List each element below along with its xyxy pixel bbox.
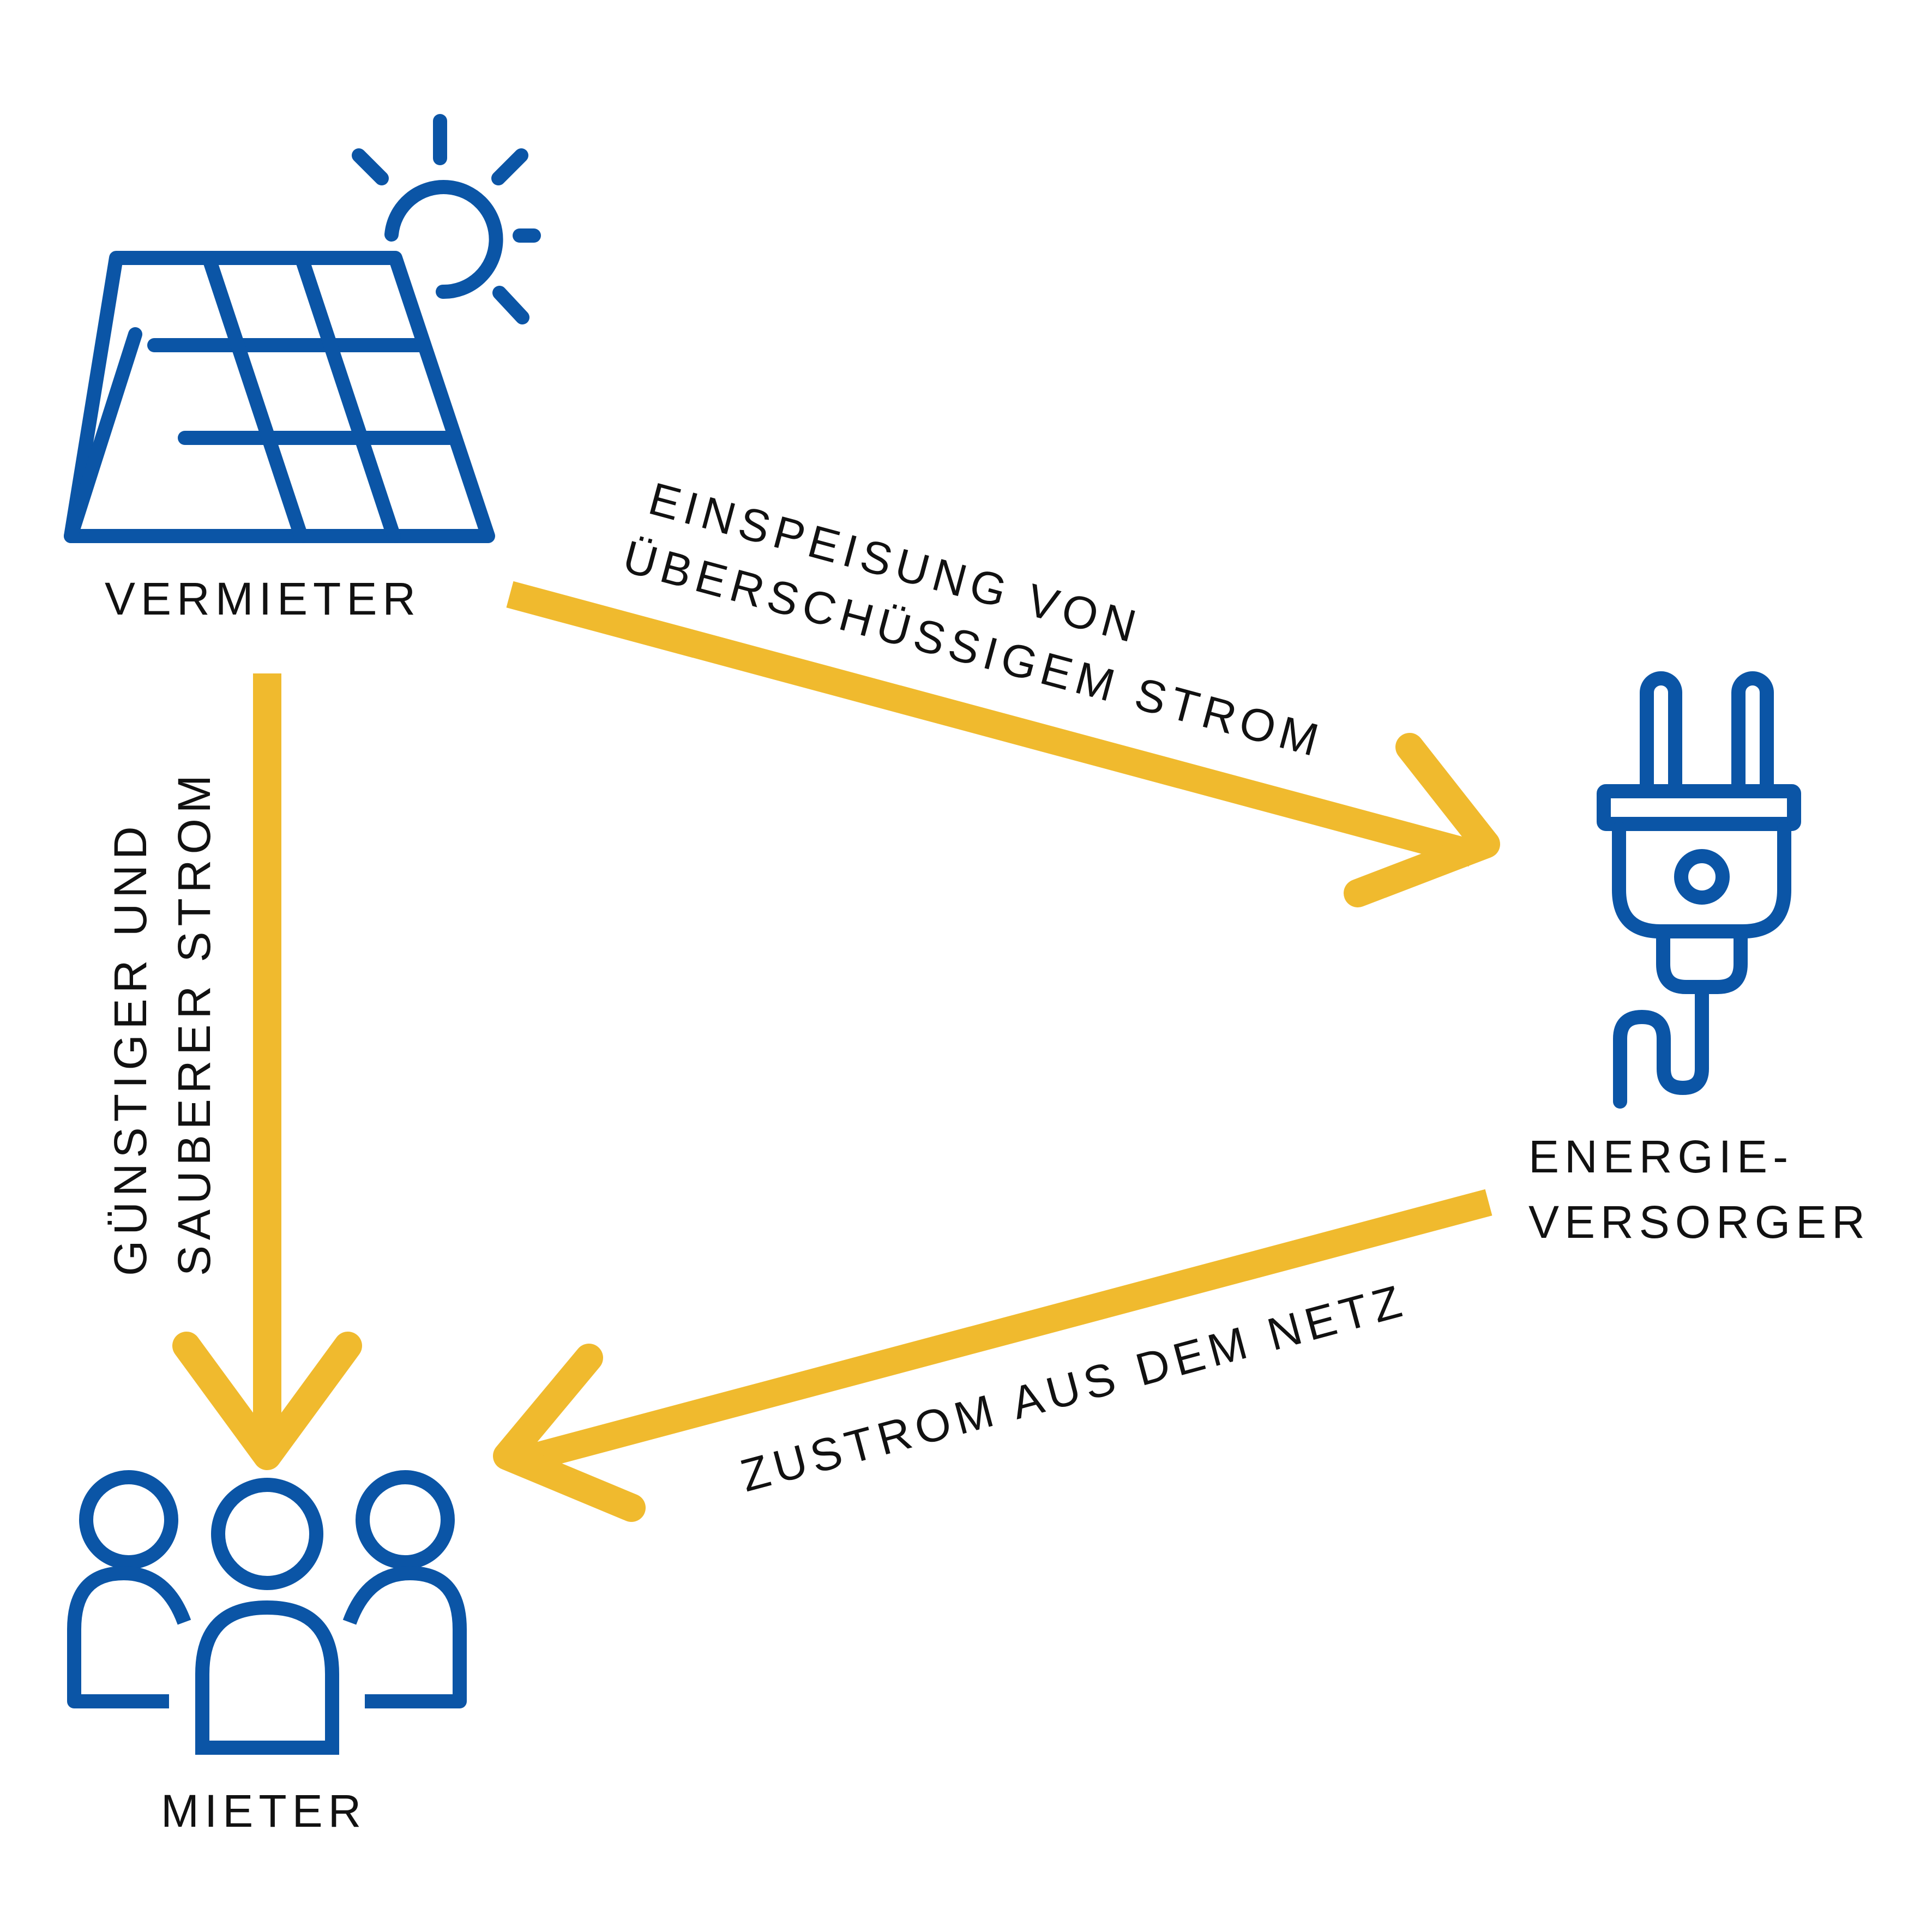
energieversorger-label-line1: ENERGIE- bbox=[1528, 1131, 1793, 1182]
vermieter-label: VERMIETER bbox=[105, 573, 421, 624]
sun-icon bbox=[352, 114, 541, 324]
arrow-energieversorger-to-mieter bbox=[493, 1189, 1492, 1522]
arrow-vermieter-to-mieter bbox=[172, 673, 362, 1470]
power-plug-icon bbox=[1597, 671, 1801, 1109]
people-group-icon bbox=[67, 1470, 467, 1755]
mieter-label: MIETER bbox=[161, 1785, 366, 1837]
person-right-icon bbox=[342, 1470, 467, 1708]
arrow-vermieter-to-energieversorger bbox=[506, 581, 1500, 907]
guenstig-label-line1: GÜNSTIGER UND bbox=[105, 821, 156, 1276]
person-center-icon bbox=[195, 1478, 339, 1755]
guenstig-label-line2: SAUBERER STROM bbox=[168, 769, 220, 1276]
person-left-icon bbox=[67, 1470, 191, 1708]
solar-panel-icon bbox=[64, 114, 541, 543]
energieversorger-label-line2: VERSORGER bbox=[1528, 1196, 1870, 1248]
